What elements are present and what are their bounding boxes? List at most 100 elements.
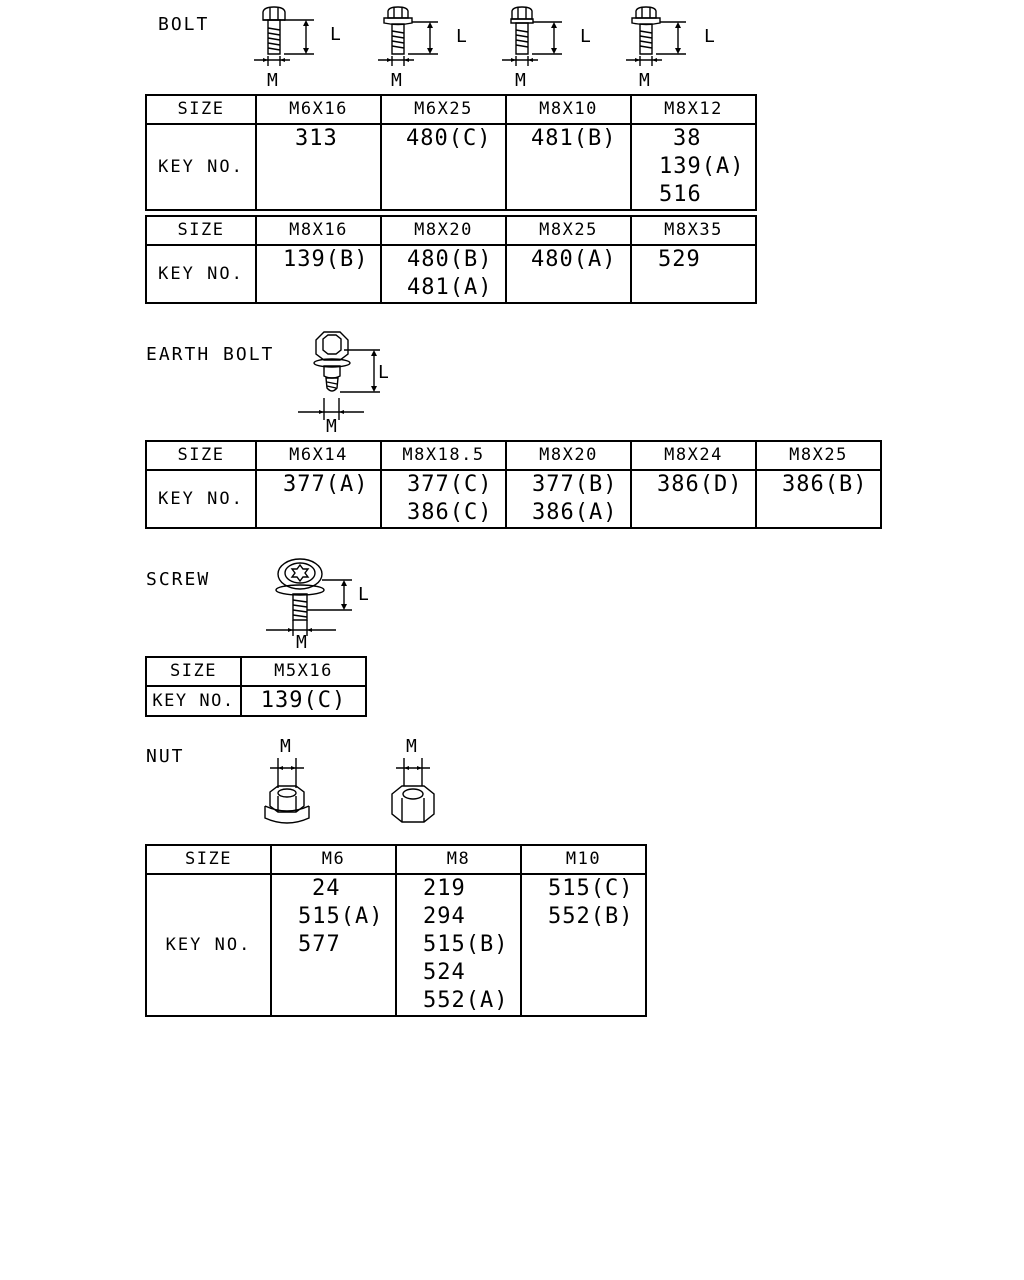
key-number: 24 bbox=[312, 876, 341, 901]
bolt-label: BOLT bbox=[158, 14, 210, 35]
key-number: 552(A) bbox=[423, 988, 509, 1013]
key-number: 377(C) bbox=[407, 472, 493, 497]
bolt-m6x16-diagram: L M bbox=[250, 4, 360, 91]
key-number: 481(B) bbox=[531, 126, 617, 151]
key-cell: 529 bbox=[630, 244, 757, 304]
flange-bolt-icon bbox=[622, 4, 732, 90]
key-no-label: KEY NO. bbox=[145, 685, 242, 717]
key-number: 515(B) bbox=[423, 932, 509, 957]
key-number: 516 bbox=[659, 182, 702, 207]
table-header-row: SIZE M8X16 M8X20 M8X25 M8X35 bbox=[145, 215, 757, 246]
header-cell: M8X20 bbox=[505, 440, 632, 471]
header-size: SIZE bbox=[145, 844, 272, 875]
key-cell: 38 139(A) 516 bbox=[630, 123, 757, 211]
key-number: 529 bbox=[658, 247, 701, 272]
table-header-row: SIZE M5X16 bbox=[145, 656, 367, 687]
bolt-size-table-1: SIZE M6X16 M6X25 M8X10 M8X12 KEY NO. 313… bbox=[145, 94, 757, 211]
header-cell: M8 bbox=[395, 844, 522, 875]
dim-m-label: M bbox=[639, 70, 652, 91]
header-cell: M6X16 bbox=[255, 94, 382, 125]
header-cell: M8X12 bbox=[630, 94, 757, 125]
dim-m-label: M bbox=[296, 632, 309, 653]
key-cell: 377(C) 386(C) bbox=[380, 469, 507, 529]
key-number: 139(C) bbox=[260, 688, 347, 713]
key-number: 515(A) bbox=[298, 904, 384, 929]
key-cell: 386(B) bbox=[755, 469, 882, 529]
key-cell: 377(A) bbox=[255, 469, 382, 529]
key-number: 139(A) bbox=[659, 154, 745, 179]
earth-bolt-size-table: SIZE M6X14 M8X18.5 M8X20 M8X24 M8X25 KEY… bbox=[145, 440, 882, 529]
dim-l-label: L bbox=[330, 24, 343, 45]
table-header-row: SIZE M6X14 M8X18.5 M8X20 M8X24 M8X25 bbox=[145, 440, 882, 471]
screw-size-table: SIZE M5X16 KEY NO. 139(C) bbox=[145, 656, 367, 717]
header-cell: M5X16 bbox=[240, 656, 367, 687]
key-cell: 139(B) bbox=[255, 244, 382, 304]
header-cell: M8X25 bbox=[755, 440, 882, 471]
header-size: SIZE bbox=[145, 215, 257, 246]
key-number: 552(B) bbox=[548, 904, 634, 929]
key-no-label: KEY NO. bbox=[145, 244, 257, 304]
header-cell: M8X10 bbox=[505, 94, 632, 125]
table-row: KEY NO. 24 515(A) 577 219 294 515(B) 524… bbox=[145, 873, 647, 1017]
header-cell: M6 bbox=[270, 844, 397, 875]
key-number: 386(B) bbox=[782, 472, 868, 497]
dim-m-label: M bbox=[280, 736, 293, 757]
flange-nut-diagram: M bbox=[256, 736, 326, 832]
key-cell: 386(D) bbox=[630, 469, 757, 529]
key-cell: 219 294 515(B) 524 552(A) bbox=[395, 873, 522, 1017]
bolt-m8x10-diagram: L M bbox=[498, 4, 608, 91]
header-cell: M8X20 bbox=[380, 215, 507, 246]
key-cell: 377(B) 386(A) bbox=[505, 469, 632, 529]
key-cell: 139(C) bbox=[240, 685, 367, 717]
nut-label: NUT bbox=[146, 746, 185, 767]
dim-l-label: L bbox=[580, 26, 593, 47]
key-number: 524 bbox=[423, 960, 466, 985]
earth-bolt-diagram: L M bbox=[294, 328, 404, 438]
table-header-row: SIZE M6X16 M6X25 M8X10 M8X12 bbox=[145, 94, 757, 125]
flange-bolt-icon bbox=[374, 4, 484, 90]
dim-m-label: M bbox=[267, 70, 280, 91]
key-number: 481(A) bbox=[407, 275, 493, 300]
dim-l-label: L bbox=[358, 584, 371, 605]
dim-l-label: L bbox=[704, 26, 717, 47]
hex-nut-icon bbox=[382, 736, 452, 832]
key-cell: 24 515(A) 577 bbox=[270, 873, 397, 1017]
key-number: 377(B) bbox=[532, 472, 618, 497]
dim-m-label: M bbox=[391, 70, 404, 91]
flange-nut-icon bbox=[256, 736, 326, 832]
screw-label: SCREW bbox=[146, 569, 211, 590]
dim-m-label: M bbox=[515, 70, 528, 91]
bolt-size-table-2: SIZE M8X16 M8X20 M8X25 M8X35 KEY NO. 139… bbox=[145, 215, 757, 304]
table-row: KEY NO. 313 480(C) 481(B) 38 139(A) 516 bbox=[145, 123, 757, 211]
key-number: 313 bbox=[295, 126, 338, 151]
key-cell: 313 bbox=[255, 123, 382, 211]
table-row: KEY NO. 377(A) 377(C) 386(C) 377(B) 386(… bbox=[145, 469, 882, 529]
bolt-m8x12-diagram: L M bbox=[622, 4, 732, 91]
header-cell: M8X35 bbox=[630, 215, 757, 246]
nut-size-table: SIZE M6 M8 M10 KEY NO. 24 515(A) 577 219… bbox=[145, 844, 647, 1017]
header-cell: M10 bbox=[520, 844, 647, 875]
key-number: 386(A) bbox=[532, 500, 618, 525]
key-cell: 480(A) bbox=[505, 244, 632, 304]
dim-l-label: L bbox=[378, 362, 391, 383]
header-cell: M8X16 bbox=[255, 215, 382, 246]
screw-diagram: L M bbox=[262, 556, 382, 654]
key-number: 480(B) bbox=[407, 247, 493, 272]
header-size: SIZE bbox=[145, 440, 257, 471]
header-cell: M6X14 bbox=[255, 440, 382, 471]
key-number: 577 bbox=[298, 932, 341, 957]
hex-nut-diagram: M bbox=[382, 736, 452, 832]
header-size: SIZE bbox=[145, 656, 242, 687]
table-header-row: SIZE M6 M8 M10 bbox=[145, 844, 647, 875]
key-number: 38 bbox=[673, 126, 702, 151]
key-number: 480(C) bbox=[406, 126, 492, 151]
key-number: 480(A) bbox=[531, 247, 617, 272]
key-cell: 480(C) bbox=[380, 123, 507, 211]
torx-screw-icon bbox=[262, 556, 382, 654]
key-number: 386(D) bbox=[657, 472, 743, 497]
header-cell: M8X24 bbox=[630, 440, 757, 471]
bolt-m6x25-diagram: L M bbox=[374, 4, 484, 91]
hex-bolt-icon bbox=[250, 4, 360, 90]
hex-bolt-icon bbox=[498, 4, 608, 90]
key-number: 515(C) bbox=[548, 876, 634, 901]
